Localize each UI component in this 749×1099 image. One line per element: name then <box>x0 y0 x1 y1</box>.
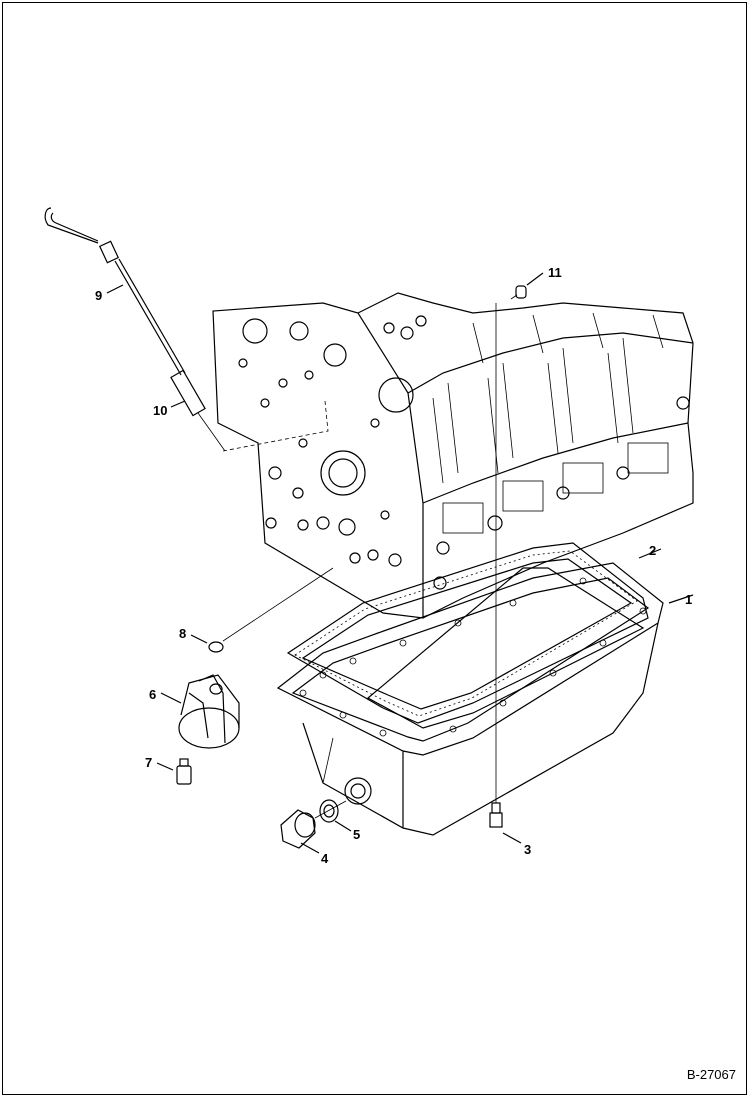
callout-7: 7 <box>145 755 152 770</box>
oil-pan-gasket <box>286 542 649 724</box>
drain-plug-washer <box>314 799 347 823</box>
document-number: B-27067 <box>686 1067 736 1082</box>
callout-1: 1 <box>685 592 692 607</box>
oil-filler-adapter <box>178 674 240 749</box>
dipstick-guide-tube <box>170 369 226 452</box>
callout-4: 4 <box>321 851 329 866</box>
exploded-view-drawing: 1 2 3 4 5 6 7 8 9 10 11 <box>44 207 694 866</box>
adapter-bolt <box>176 758 192 785</box>
pan-bolt <box>489 303 503 828</box>
callout-9: 9 <box>95 288 102 303</box>
callout-6: 6 <box>149 687 156 702</box>
callout-labels: 1 2 3 4 5 6 7 8 9 10 11 <box>95 265 692 866</box>
engine-block <box>212 292 694 619</box>
callout-3: 3 <box>524 842 531 857</box>
callout-11: 11 <box>548 265 562 280</box>
callout-8: 8 <box>179 626 186 641</box>
callout-10: 10 <box>153 403 167 418</box>
o-ring <box>208 567 334 653</box>
callout-leaders <box>106 272 694 854</box>
callout-2: 2 <box>649 543 656 558</box>
dipstick <box>44 207 186 376</box>
drain-plug <box>280 809 316 849</box>
oil-pan <box>276 562 664 836</box>
callout-5: 5 <box>353 827 360 842</box>
stud-plug <box>510 285 527 300</box>
